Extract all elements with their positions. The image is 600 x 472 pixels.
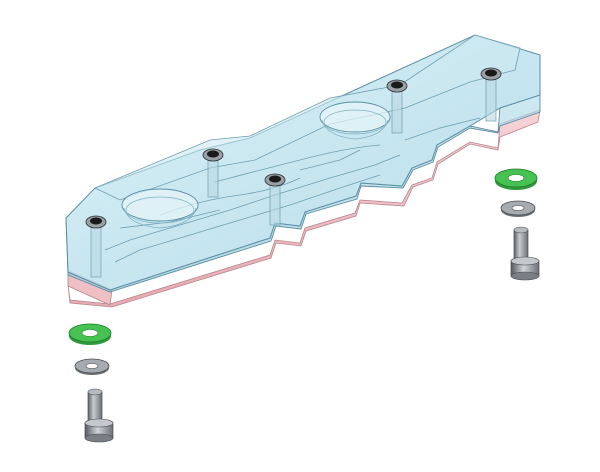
left-fastener-stack: [68, 323, 114, 443]
hole-marker-2: [202, 148, 224, 162]
left-washer-green: [68, 323, 112, 345]
right-washer-gray: [500, 200, 536, 217]
hole-marker-3: [264, 173, 286, 187]
hole-marker-5: [480, 67, 502, 81]
housing: [65, 34, 541, 308]
bore-left: [121, 188, 199, 229]
hole-markers: [85, 67, 502, 229]
right-screw: [510, 226, 540, 281]
hole-marker-1: [85, 215, 107, 229]
left-washer-gray: [74, 358, 110, 375]
housing-upper-block: [94, 34, 521, 201]
left-screw: [84, 388, 114, 443]
hole-marker-4: [386, 79, 408, 93]
right-washer-green: [494, 168, 538, 190]
right-fastener-stack: [494, 168, 540, 281]
bore-right: [319, 101, 391, 140]
